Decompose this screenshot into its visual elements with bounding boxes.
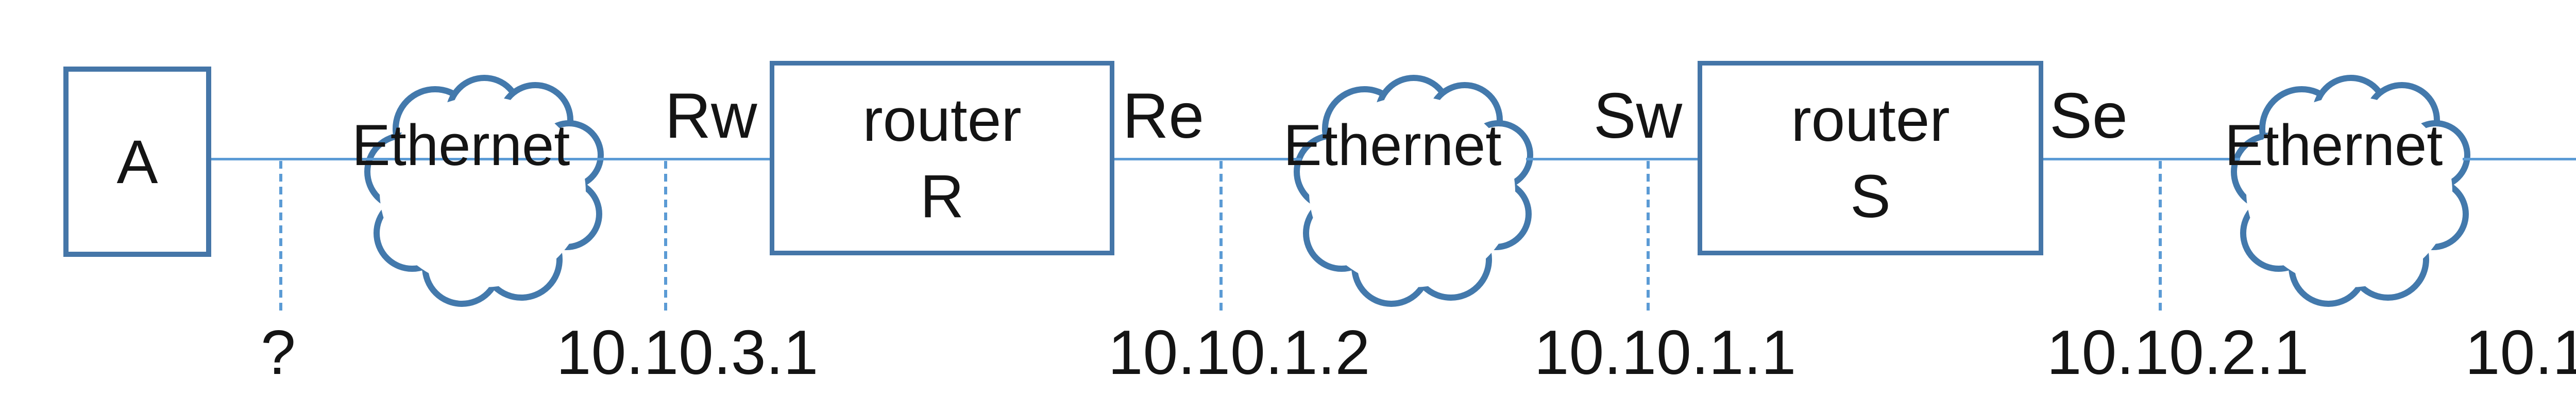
address-re: 10.10.1.2: [1108, 317, 1370, 387]
router-r-box: router R: [770, 61, 1114, 255]
address-host-a-unknown: ?: [261, 317, 296, 387]
ethernet-label-1: Ethernet: [352, 113, 570, 177]
ethernet-label-2: Ethernet: [1283, 113, 1502, 177]
cloud-fill: [1309, 96, 1515, 287]
link-cloud3-to-hostb: [2463, 158, 2576, 160]
ethernet-cloud-1: [364, 75, 604, 309]
address-rw: 10.10.3.1: [556, 317, 819, 387]
link-cloud2-to-router-s: [1526, 158, 1700, 160]
dashed-pointer-sw-address: [1647, 161, 1650, 312]
ethernet-cloud-2: [1294, 75, 1533, 309]
router-s-label-line2: S: [1850, 162, 1891, 231]
dashed-pointer-rw-address: [664, 161, 667, 312]
router-s-label-line1: router: [1791, 86, 1950, 154]
router-s-label: router S: [1791, 82, 1950, 235]
address-sw: 10.10.1.1: [1534, 317, 1797, 387]
port-label-re: Re: [1122, 80, 1205, 152]
host-a-label: A: [116, 127, 158, 197]
ethernet-label-3: Ethernet: [2225, 113, 2443, 177]
router-r-label-line1: router: [862, 86, 1022, 154]
port-label-sw: Sw: [1593, 80, 1683, 152]
link-router-r-to-cloud2: [1113, 158, 1301, 160]
cloud-fill: [2246, 96, 2452, 287]
address-se: 10.10.2.1: [2046, 317, 2309, 387]
link-router-s-to-cloud3: [2041, 158, 2240, 160]
dashed-pointer-se-address: [2159, 161, 2162, 312]
ethernet-cloud-3: [2231, 75, 2470, 309]
port-label-rw: Rw: [665, 80, 757, 152]
dashed-pointer-re-address: [1219, 161, 1223, 312]
address-host-b: 10.10.2.33: [2465, 317, 2576, 387]
port-label-se: Se: [2049, 80, 2128, 152]
host-a-box: A: [63, 67, 211, 257]
cloud-fill: [380, 96, 586, 287]
link-hosta-to-router-r: [205, 158, 772, 160]
router-r-label-line2: R: [920, 162, 964, 231]
router-r-label: router R: [862, 82, 1021, 235]
router-s-box: router S: [1698, 61, 2043, 255]
dashed-pointer-host-a-address: [279, 161, 282, 312]
